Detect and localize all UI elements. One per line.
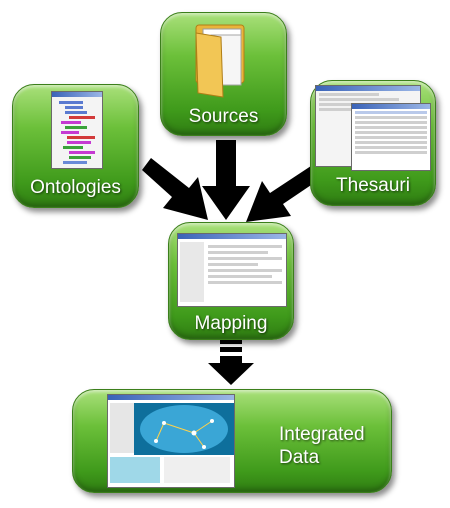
thesaurus-screenshot-front <box>351 103 431 171</box>
mapping-screenshot <box>177 233 287 307</box>
integrated-data-screenshot <box>107 394 235 488</box>
arrow-mapping-to-integrated <box>208 356 254 385</box>
label-sources: Sources <box>188 106 259 127</box>
network-graph-icon <box>134 403 234 455</box>
node-thesauri: Thesauri <box>310 80 436 206</box>
node-sources: Sources <box>160 12 287 136</box>
arrow-sources-to-mapping <box>202 140 250 220</box>
folder-icon <box>195 24 245 98</box>
arrow-ontologies-to-mapping <box>142 158 208 220</box>
label-ontologies: Ontologies <box>30 177 121 198</box>
node-ontologies: Ontologies <box>12 84 139 208</box>
label-data: Data <box>279 447 320 468</box>
label-thesauri: Thesauri <box>336 175 410 196</box>
node-mapping: Mapping <box>168 222 294 340</box>
ontology-tree-screenshot <box>51 91 103 169</box>
label-integrated: Integrated <box>279 424 365 445</box>
arrow-mapping-bar-2 <box>220 347 242 352</box>
arrow-mapping-bar-1 <box>220 339 242 344</box>
node-integrated-data: Integrated Data <box>72 389 392 493</box>
label-mapping: Mapping <box>194 313 268 334</box>
arrow-thesauri-to-mapping <box>246 164 323 222</box>
